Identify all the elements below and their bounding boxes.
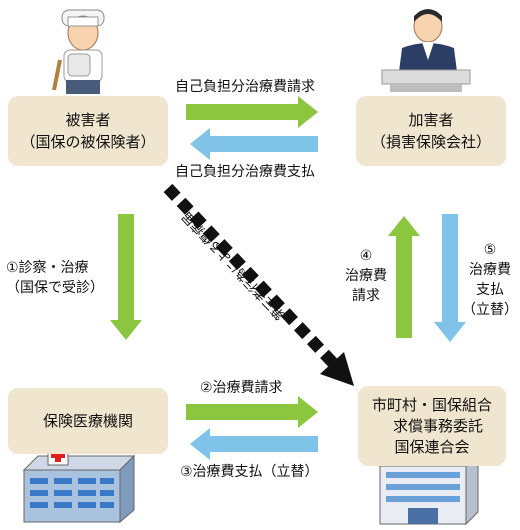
delegation-label: 求償事務委託 bbox=[392, 416, 483, 435]
municipality-title: 市町村・国保組合 bbox=[371, 395, 492, 414]
federation-label: 国保連合会 bbox=[394, 437, 470, 456]
payment-5-text: 治療費 bbox=[469, 262, 511, 278]
hospital-building-icon bbox=[22, 444, 136, 524]
claim-4-arrow bbox=[388, 216, 420, 338]
self-pay-claim-arrow bbox=[186, 96, 318, 128]
diagnosis-label-line1: ①診察・治療 bbox=[6, 260, 89, 276]
claim-2-label: ②治療費請求 bbox=[200, 380, 283, 396]
office-building-icon bbox=[378, 454, 480, 526]
claim-4-number: ④ bbox=[359, 248, 373, 264]
victim-subtitle: （国保の被保険者） bbox=[20, 133, 156, 151]
injured-person-icon bbox=[52, 9, 105, 94]
perpetrator-subtitle: （損害保険会社） bbox=[370, 133, 491, 151]
payment-5-text3: （立替） bbox=[462, 302, 518, 318]
hospital-box: 保険医療機関 bbox=[8, 388, 168, 454]
businessman-icon bbox=[381, 9, 471, 92]
claim-4-text: 治療費 bbox=[345, 268, 387, 284]
claim-4-label: ④ 治療費 請求 bbox=[338, 246, 394, 306]
payment-3-arrow bbox=[190, 428, 318, 460]
perpetrator-box: 加害者 （損害保険会社） bbox=[356, 96, 506, 166]
payment-5-number: ⑤ bbox=[483, 242, 497, 258]
third-party-report-arrow bbox=[163, 183, 354, 386]
payment-5-text2: 支払 bbox=[476, 282, 504, 298]
self-pay-payment-arrow bbox=[190, 128, 318, 160]
self-pay-claim-label: 自己負担分治療費請求 bbox=[175, 79, 315, 95]
claim-4-text2: 請求 bbox=[352, 288, 380, 304]
payment-5-label: ⑤ 治療費 支払 （立替） bbox=[462, 240, 518, 320]
claim-2-arrow bbox=[186, 396, 318, 428]
diagnosis-label-line2: （国保で受診） bbox=[6, 280, 104, 296]
self-pay-payment-label: 自己負担分治療費支払 bbox=[175, 164, 315, 180]
payment-3-label: ③治療費支払（立替） bbox=[180, 464, 319, 480]
victim-title: 被害者 bbox=[65, 111, 111, 129]
victim-box: 被害者 （国保の被保険者） bbox=[8, 96, 168, 166]
diagnosis-label: ①診察・治療 （国保で受診） bbox=[6, 258, 104, 298]
municipality-box: 市町村・国保組合 求償事務委託 国保連合会 bbox=[358, 386, 506, 466]
hospital-title: 保険医療機関 bbox=[42, 412, 133, 430]
perpetrator-title: 加害者 bbox=[408, 111, 454, 129]
diagnosis-arrow bbox=[110, 214, 142, 340]
payment-5-arrow bbox=[434, 214, 466, 342]
